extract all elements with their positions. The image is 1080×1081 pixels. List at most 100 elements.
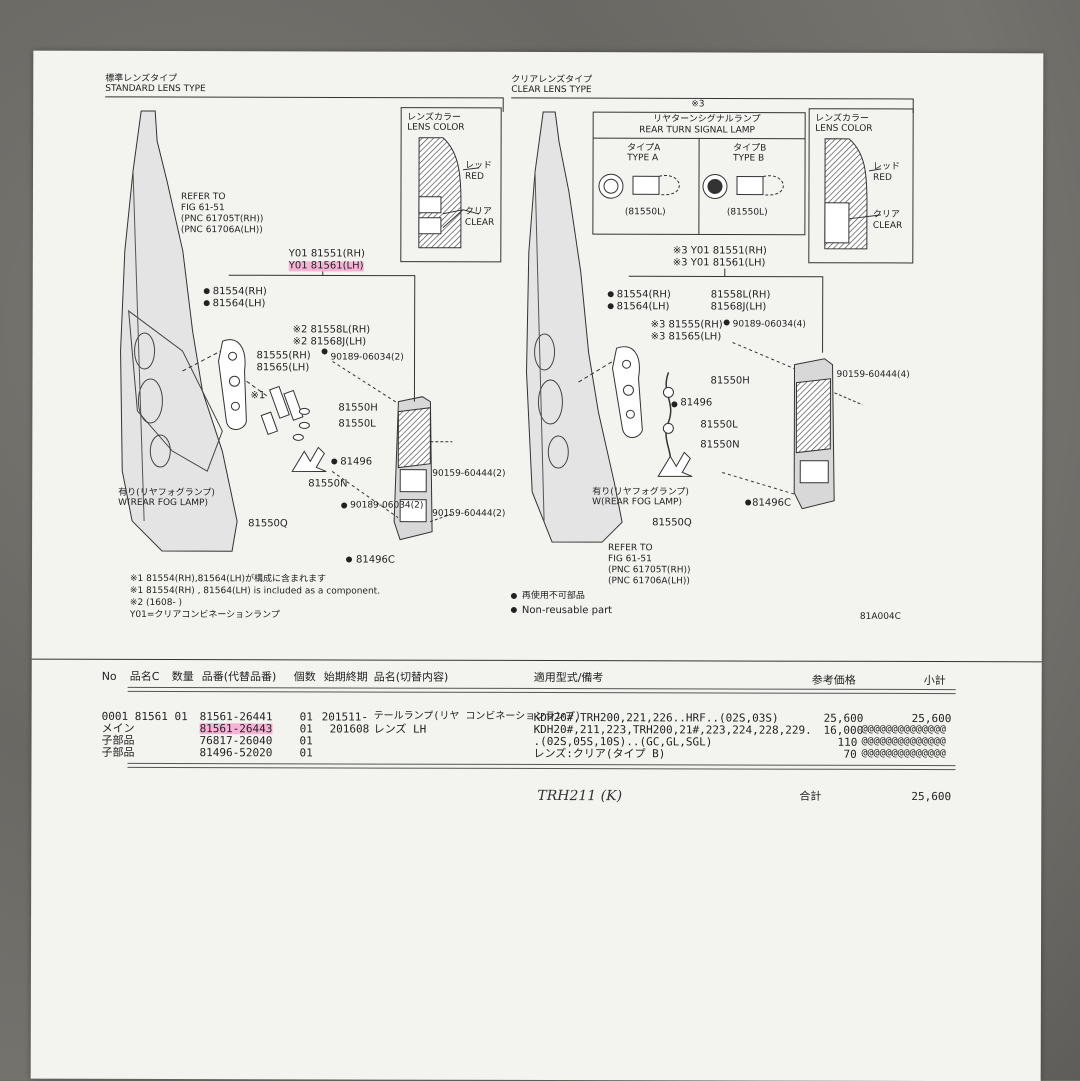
col-part-no: 品番(代替品番) — [202, 671, 277, 682]
row1-applicable: KDH20#,TRH200,221,226..HRF..(02S,03S) — [534, 712, 779, 724]
left-81554: 81554(RH) — [213, 287, 267, 297]
type-b-jp: タイプB — [733, 145, 766, 154]
total-value: 25,600 — [911, 791, 951, 802]
parts-catalog-page: 標準レンズタイプ STANDARD LENS TYPE レンズカラー LENS … — [31, 51, 1044, 1081]
left-red-jp: レッド — [465, 162, 492, 171]
left-header-en: STANDARD LENS TYPE — [105, 85, 206, 94]
row1-no: 0001 81561 01 — [102, 711, 188, 722]
right-81496: 81496 — [680, 398, 712, 408]
left-clear-jp: クリア — [465, 208, 492, 217]
right-lens-color-jp: レンズカラー — [815, 115, 869, 124]
right-81550n: 81550N — [700, 440, 739, 450]
right-81550q: 81550Q — [652, 518, 692, 528]
left-fog-en: W(REAR FOG LAMP) — [118, 499, 208, 508]
right-red-en: RED — [873, 174, 892, 183]
row4-pieces: 01 — [299, 747, 312, 758]
right-81554: 81554(RH) — [617, 290, 671, 300]
col-applicable: 適用型式/備考 — [534, 672, 604, 683]
right-90189: 90189-06034(4) — [733, 321, 806, 330]
right-81555: ※3 81555(RH) — [651, 320, 723, 330]
left-81565: 81565(LH) — [257, 363, 310, 373]
col-name-code: 品名C — [130, 671, 160, 682]
figure-code: 81A004C — [860, 613, 901, 622]
row2-price: 16,000 — [824, 725, 864, 736]
right-pnc-rh: (PNC 61705T(RH)) — [608, 566, 691, 575]
left-81550l: 81550L — [338, 419, 375, 429]
row3-part-no: 76817-26040 — [200, 735, 273, 746]
right-81568: 81568J(LH) — [711, 302, 767, 312]
left-pnc-lh: (PNC 61706A(LH)) — [181, 226, 263, 235]
note-1-en: ※1 81554(RH) , 81564(LH) is included as … — [130, 587, 380, 597]
left-90159b: 90159-60444(2) — [432, 510, 505, 519]
col-subtotal: 小計 — [924, 675, 946, 686]
left-81550h: 81550H — [338, 403, 377, 413]
header-rule — [128, 687, 956, 694]
right-fog-en: W(REAR FOG LAMP) — [592, 498, 682, 507]
right-81550l: 81550L — [700, 420, 737, 430]
row3-pieces: 01 — [300, 735, 313, 746]
row2-applicable: KDH20#,211,223,TRH200,21#,223,224,228,22… — [534, 724, 812, 736]
right-header-jp: クリアレンズタイプ — [511, 76, 592, 85]
row1-pieces: 01 — [300, 711, 313, 722]
row2-type: メイン — [102, 723, 135, 734]
row2-subtotal: @@@@@@@@@@@@@@ — [862, 725, 946, 735]
right-x3: ※3 — [691, 100, 704, 109]
row4-price: 70 — [843, 749, 856, 760]
row3-applicable: .(02S,05S,10S)..(GC,GL,SGL) — [534, 736, 713, 747]
right-y01-lh: ※3 Y01 81561(LH) — [673, 258, 766, 268]
row2-part-name: レンズ LH — [374, 724, 427, 735]
col-ref-price: 参考価格 — [812, 675, 856, 686]
type-a-jp: タイプA — [627, 144, 660, 153]
type-b-en: TYPE B — [733, 155, 764, 164]
left-90189a: 90189-06034(2) — [331, 353, 404, 362]
left-fog-jp: 有り(リヤフォグランプ) — [118, 489, 215, 498]
left-y01-rh: Y01 81551(RH) — [289, 249, 365, 259]
type-a-part: (81550L) — [625, 208, 666, 217]
col-pieces: 個数 — [294, 671, 316, 682]
right-red-jp: レッド — [873, 163, 900, 172]
right-pnc-lh: (PNC 61706A(LH)) — [608, 577, 690, 586]
handwritten-note: TRH211 (K) — [537, 788, 622, 804]
right-81550h: 81550H — [710, 376, 749, 386]
right-fog-jp: 有り(リヤフォグランプ) — [592, 488, 689, 497]
right-clear-jp: クリア — [873, 211, 900, 220]
legend-jp: 再使用不可部品 — [522, 592, 585, 601]
left-81564: 81564(LH) — [213, 299, 266, 309]
row1-price: 25,600 — [824, 713, 864, 724]
right-81558: 81558L(RH) — [711, 290, 771, 300]
left-y01-lh: Y01 81561(LH) — [289, 261, 364, 271]
right-lens-color-en: LENS COLOR — [815, 125, 872, 134]
row3-subtotal: @@@@@@@@@@@@@@ — [862, 737, 946, 747]
col-part-name: 品名(切替内容) — [374, 672, 449, 683]
row4-subtotal: @@@@@@@@@@@@@@ — [861, 749, 945, 759]
right-fig: FIG 61-51 — [608, 555, 652, 564]
row1-period: 201511- — [322, 711, 368, 722]
footer-rule — [127, 763, 955, 770]
row1-subtotal: 25,600 — [912, 713, 952, 724]
col-period: 始期終期 — [324, 671, 368, 682]
row3-type: 子部品 — [102, 735, 135, 746]
left-red-en: RED — [465, 173, 484, 182]
left-90159a: 90159-60444(2) — [432, 470, 505, 479]
left-pnc-rh: (PNC 61705T(RH)) — [181, 215, 264, 224]
note-2: ※2 (1608- ) — [130, 599, 182, 608]
left-81496c: 81496C — [356, 556, 395, 566]
left-x1: ※1 — [250, 391, 265, 401]
note-y01: Y01=クリアコンビネーションランプ — [130, 611, 280, 620]
right-81496c: 81496C — [752, 499, 791, 509]
turn-signal-en: REAR TURN SIGNAL LAMP — [639, 126, 755, 135]
row4-part-no: 81496-52020 — [199, 747, 272, 758]
row4-type: 子部品 — [101, 747, 134, 758]
left-81568: ※2 81568J(LH) — [293, 337, 367, 347]
legend-en: Non-reusable part — [522, 606, 612, 616]
col-no: No — [102, 671, 117, 682]
left-refer-to: REFER TO — [181, 193, 226, 202]
left-header-jp: 標準レンズタイプ — [105, 75, 177, 84]
turn-signal-jp: リヤターンシグナルランプ — [653, 115, 760, 124]
type-b-part: (81550L) — [727, 208, 768, 217]
left-81555: 81555(RH) — [257, 351, 311, 361]
row4-applicable: レンズ:クリア(タイプ B) — [533, 748, 665, 759]
note-1-jp: ※1 81554(RH),81564(LH)が構成に含まれます — [130, 575, 326, 585]
left-81550q: 81550Q — [248, 519, 288, 529]
row3-price: 110 — [838, 737, 858, 748]
